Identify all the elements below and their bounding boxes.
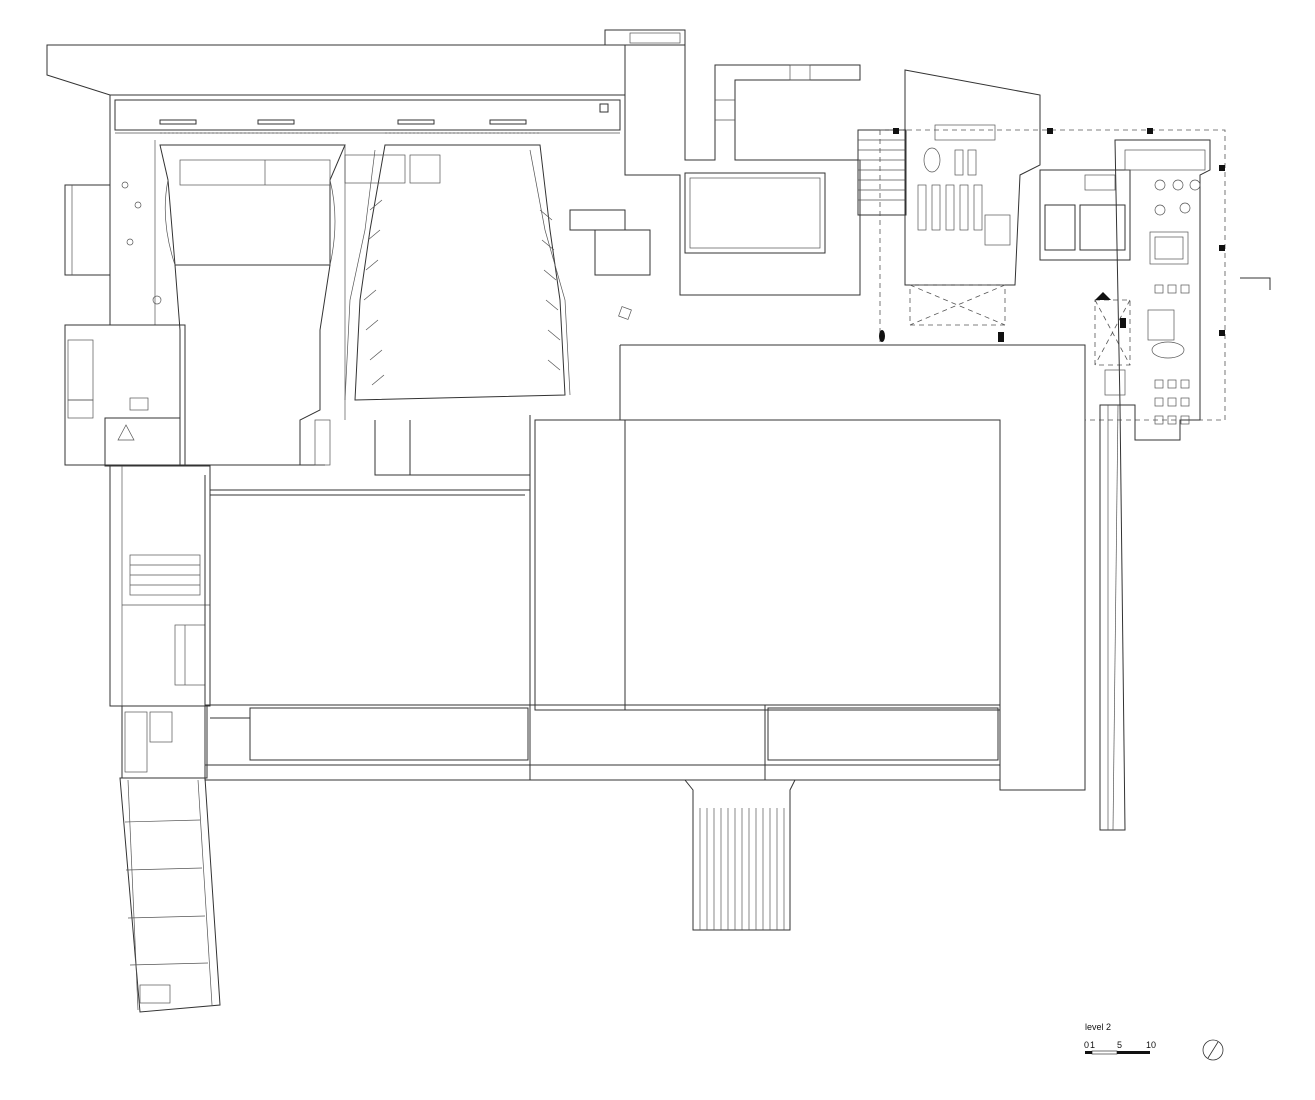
upper-middle-blocks (569, 29, 907, 320)
plan-legend: level 2 0 1 5 10 (1084, 1022, 1224, 1061)
scale-tick-1: 1 (1090, 1040, 1095, 1050)
scale-bar: 0 1 5 10 (1084, 1040, 1156, 1055)
cafe-block (1099, 139, 1271, 831)
scale-tick-0: 0 (1084, 1040, 1089, 1050)
left-wing (64, 324, 331, 779)
seating-rows (363, 199, 561, 386)
entrance-stair (683, 779, 796, 931)
scale-tick-5: 5 (1117, 1040, 1122, 1050)
lower-angled-wing (119, 777, 221, 1013)
scale-tick-10: 10 (1146, 1040, 1156, 1050)
library-block (879, 69, 1226, 421)
main-hall (204, 344, 1086, 791)
level-label: level 2 (1085, 1022, 1111, 1032)
theatre-block (46, 44, 626, 466)
north-arrow-icon (1202, 1039, 1224, 1061)
